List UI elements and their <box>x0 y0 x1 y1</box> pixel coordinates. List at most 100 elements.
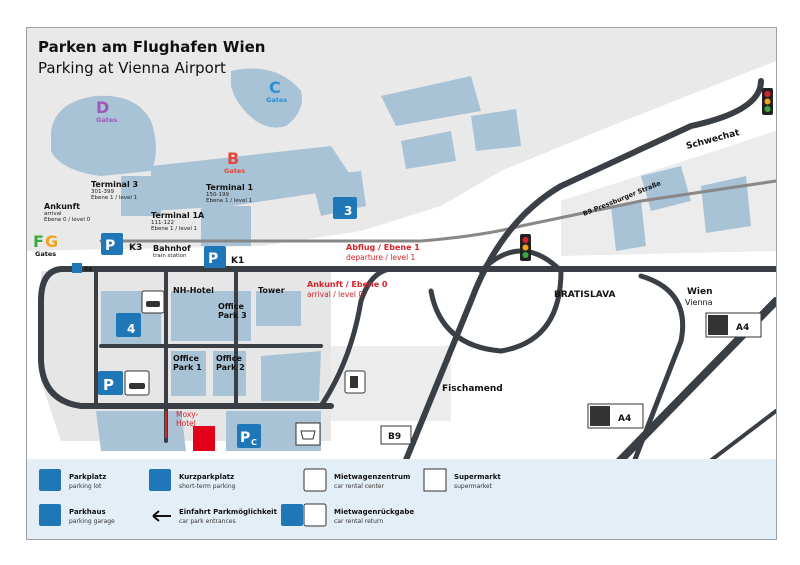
pc-letter: C <box>251 438 257 447</box>
terminal-3-gates: 301-399 <box>91 189 114 195</box>
gate-g-letter: G <box>45 232 58 251</box>
svg-text:Mietwagenrückgabe: Mietwagenrückgabe <box>334 508 414 516</box>
gate-fg-label: Gates <box>35 250 56 258</box>
svg-text:Einfahrt Parkmöglichkeit: Einfahrt Parkmöglichkeit <box>179 508 278 516</box>
departure-label-en: departure / level 1 <box>346 253 416 262</box>
bahnhof-de: Bahnhof <box>153 244 191 253</box>
terminal-1-name: Terminal 1 <box>206 183 253 192</box>
parking-pc-sign[interactable]: P C <box>237 424 261 448</box>
nh-hotel-label: NH-Hotel <box>173 286 214 295</box>
gate-f-letter: F <box>33 232 44 251</box>
terminal-1a-gates: 111-122 <box>151 220 174 226</box>
traffic-light-north <box>762 88 773 115</box>
fuel-station-sign[interactable] <box>344 370 366 394</box>
short-term-parking-icon <box>149 469 171 491</box>
office-park-1-line2: Park 1 <box>173 363 202 372</box>
bahnhof-en: train station <box>153 253 187 259</box>
arrival-left-en: arrival <box>44 211 62 217</box>
legend-item-car-rental: Mietwagenzentrum car rental center <box>303 468 410 492</box>
car-rental-icon <box>303 468 327 492</box>
map-canvas: Parken am Flughafen Wien Parking at Vien… <box>27 28 776 539</box>
svg-text:Kurzparkplatz: Kurzparkplatz <box>179 473 234 481</box>
legend-panel <box>27 459 776 539</box>
b9-road-sign: B9 <box>380 425 412 445</box>
parking-lot-icon <box>39 469 61 491</box>
svg-text:car park entrances: car park entrances <box>179 518 236 525</box>
departure-label-de: Abflug / Ebene 1 <box>346 243 420 252</box>
svg-text:supermarket: supermarket <box>454 483 493 490</box>
svg-text:car rental return: car rental return <box>334 518 383 525</box>
arrival-left-level: Ebene 0 / level 0 <box>44 217 91 223</box>
gate-d-letter: D <box>96 98 109 117</box>
supermarket-icon <box>423 468 447 492</box>
pc-p-letter: P <box>240 430 250 446</box>
k1-label: K1 <box>231 256 244 266</box>
parking-k1-sign[interactable]: P K1 <box>204 246 244 268</box>
gate-b-letter: B <box>227 149 239 168</box>
vienna-label: Vienna <box>685 298 713 307</box>
parking-p4-sign[interactable]: 4 <box>116 313 141 337</box>
terminal-3-name: Terminal 3 <box>91 180 138 189</box>
svg-text:parking garage: parking garage <box>69 518 115 525</box>
terminal-1-level: Ebene 1 / level 1 <box>206 198 252 204</box>
gate-b-label: Gates <box>224 167 245 175</box>
legend-item-car-return: Mietwagenrückgabe car rental return <box>281 503 414 527</box>
p3-number: 3 <box>344 204 352 218</box>
office-park-1-line1: Office <box>173 354 199 363</box>
car-rental-sign[interactable] <box>141 290 165 314</box>
legend-item-entrance: Einfahrt Parkmöglichkeit car park entran… <box>152 508 278 525</box>
k4-label: K4 <box>84 267 92 273</box>
office-park-3-line2: Park 3 <box>218 311 247 320</box>
terminal-1a-level: Ebene 1 / level 1 <box>151 226 197 232</box>
legend-item-parking-lot: Parkplatz parking lot <box>39 469 106 491</box>
fischamend-label: Fischamend <box>442 384 503 394</box>
parking-k4-sign[interactable]: K4 <box>72 263 92 273</box>
terminal-1-gates: 150-199 <box>206 192 229 198</box>
k3-p-letter: P <box>105 238 115 254</box>
svg-text:Parkhaus: Parkhaus <box>69 508 106 516</box>
wien-label: Wien <box>687 287 713 297</box>
parking-return-sign[interactable]: P <box>98 370 150 396</box>
office-park-2-line1: Office <box>216 354 242 363</box>
legend-item-parking-garage: Parkhaus parking garage <box>39 504 115 526</box>
gate-c-label: Gates <box>266 96 287 104</box>
k1-p-letter: P <box>208 251 218 267</box>
return-p-letter: P <box>103 376 114 394</box>
parking-garage-icon <box>39 504 61 526</box>
car-rental-return-icon <box>281 504 303 526</box>
arrival-road-label-en: arrival / level 0 <box>307 290 363 299</box>
parking-p3-sign[interactable]: 3 <box>333 197 357 219</box>
parking-k3-sign[interactable]: P K3 <box>101 233 142 255</box>
bratislava-label: BRATISLAVA <box>554 290 615 300</box>
service-area <box>331 346 451 421</box>
arrival-left-de: Ankunft <box>44 202 80 211</box>
gate-c-letter: C <box>269 78 281 97</box>
svg-text:car rental center: car rental center <box>334 483 385 490</box>
legend-item-supermarket: Supermarkt supermarket <box>423 468 501 492</box>
a4-sign-east: A4 <box>705 312 762 338</box>
gate-d-label: Gates <box>96 116 117 124</box>
moxy-hotel-line1: Moxy- <box>176 410 199 419</box>
a4-south-label: A4 <box>618 414 631 424</box>
svg-text:short-term parking: short-term parking <box>179 483 236 490</box>
moxy-hotel-line2: Hotel <box>176 419 196 428</box>
svg-text:Parkplatz: Parkplatz <box>69 473 106 481</box>
office-park-2-line2: Park 2 <box>216 363 245 372</box>
terminal-1a-name: Terminal 1A <box>151 211 205 220</box>
office-park-3-line1: Office <box>218 302 244 311</box>
svg-text:parking lot: parking lot <box>69 483 102 490</box>
loop-road <box>38 266 334 409</box>
b9-sign-label: B9 <box>388 432 401 442</box>
tower-label: Tower <box>258 286 285 295</box>
moxy-hotel-building <box>193 426 215 451</box>
map-title: Parken am Flughafen Wien <box>38 38 265 56</box>
traffic-light-center <box>520 234 531 261</box>
legend-item-short-term: Kurzparkplatz short-term parking <box>149 469 236 491</box>
arrival-road-label-de: Ankunft / Ebene 0 <box>307 280 388 289</box>
a4-sign-south: A4 <box>587 403 644 429</box>
map-subtitle: Parking at Vienna Airport <box>38 59 226 77</box>
k3-label: K3 <box>129 243 142 253</box>
airport-parking-map: Parken am Flughafen Wien Parking at Vien… <box>26 27 777 540</box>
supermarket-sign[interactable] <box>295 422 321 446</box>
terminal-buildings <box>51 68 751 451</box>
